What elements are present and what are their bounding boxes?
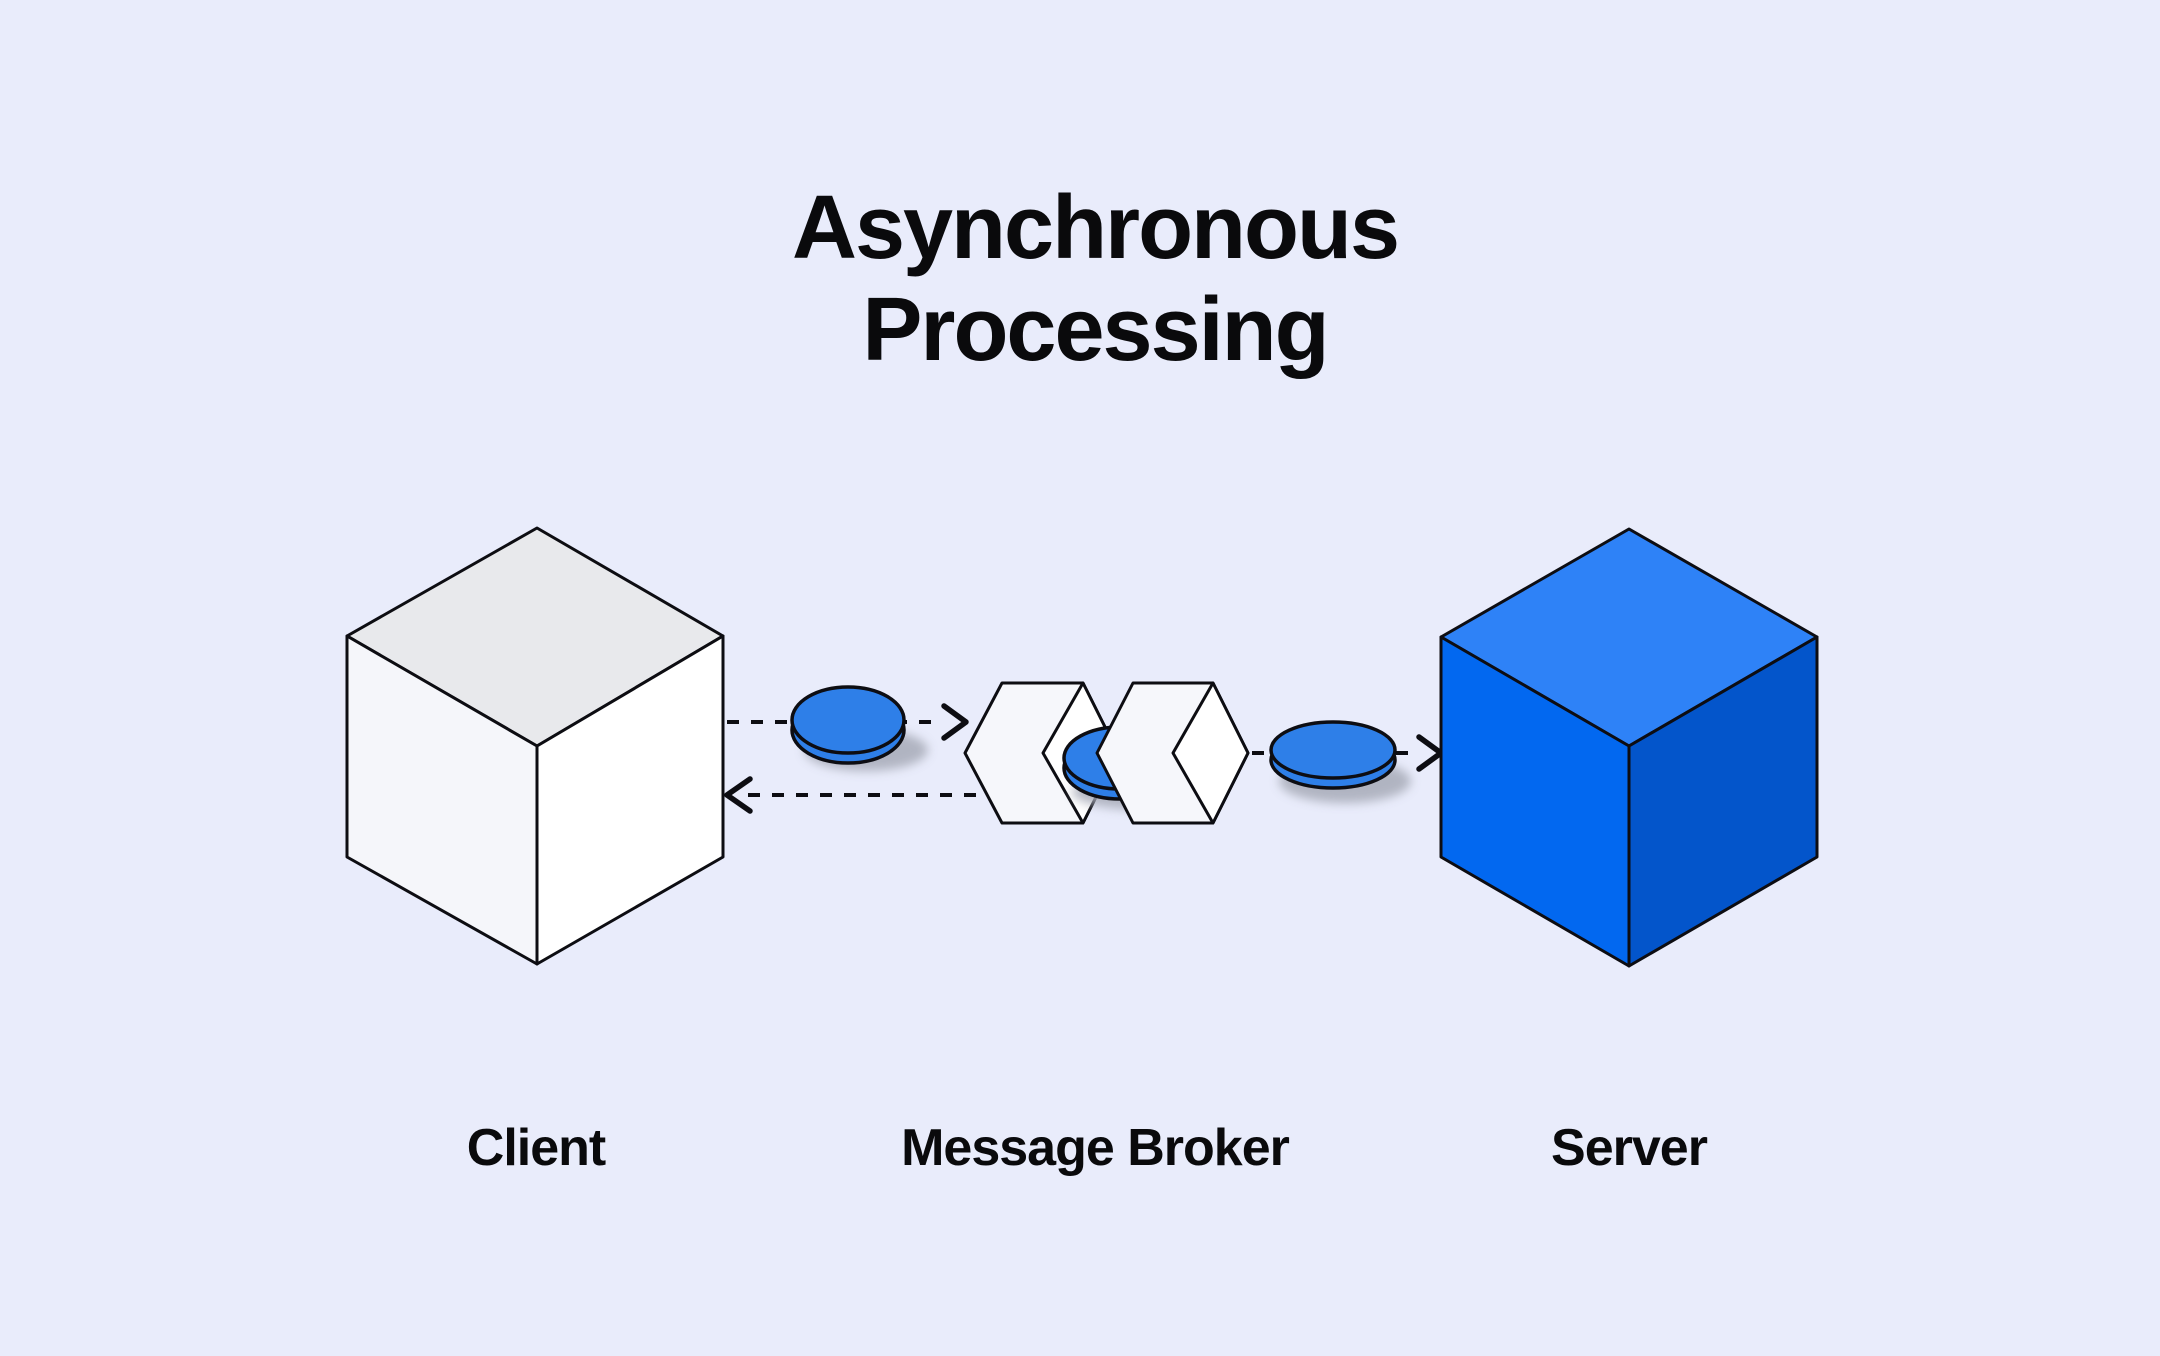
arrow-broker-to-client: [724, 776, 1020, 814]
arrow-right-icon: [941, 703, 969, 741]
message-coin-1-top: [790, 685, 906, 755]
title-line-1: Asynchronous: [792, 178, 1398, 278]
client-label: Client: [467, 1119, 606, 1177]
arrow-left-icon: [724, 776, 753, 814]
server-cube-icon: [1439, 527, 1819, 968]
message-coin-1-icon: [790, 685, 928, 771]
diagram-title: Asynchronous Processing: [792, 178, 1400, 380]
message-coin-3-top: [1269, 720, 1397, 780]
title-line-2: Processing: [862, 280, 1327, 380]
message-coin-3-icon: [1269, 720, 1411, 803]
server-cube-right-face: [1627, 635, 1819, 968]
message-broker-label: Message Broker: [901, 1119, 1290, 1177]
client-cube-icon: [345, 526, 725, 966]
broker-cube-right-right-face: [1171, 681, 1250, 825]
client-cube-right-face: [535, 634, 725, 966]
server-label: Server: [1551, 1119, 1708, 1177]
broker-cube-right-icon: [1095, 681, 1250, 825]
node-labels: Client Message Broker Server: [467, 1119, 1709, 1177]
